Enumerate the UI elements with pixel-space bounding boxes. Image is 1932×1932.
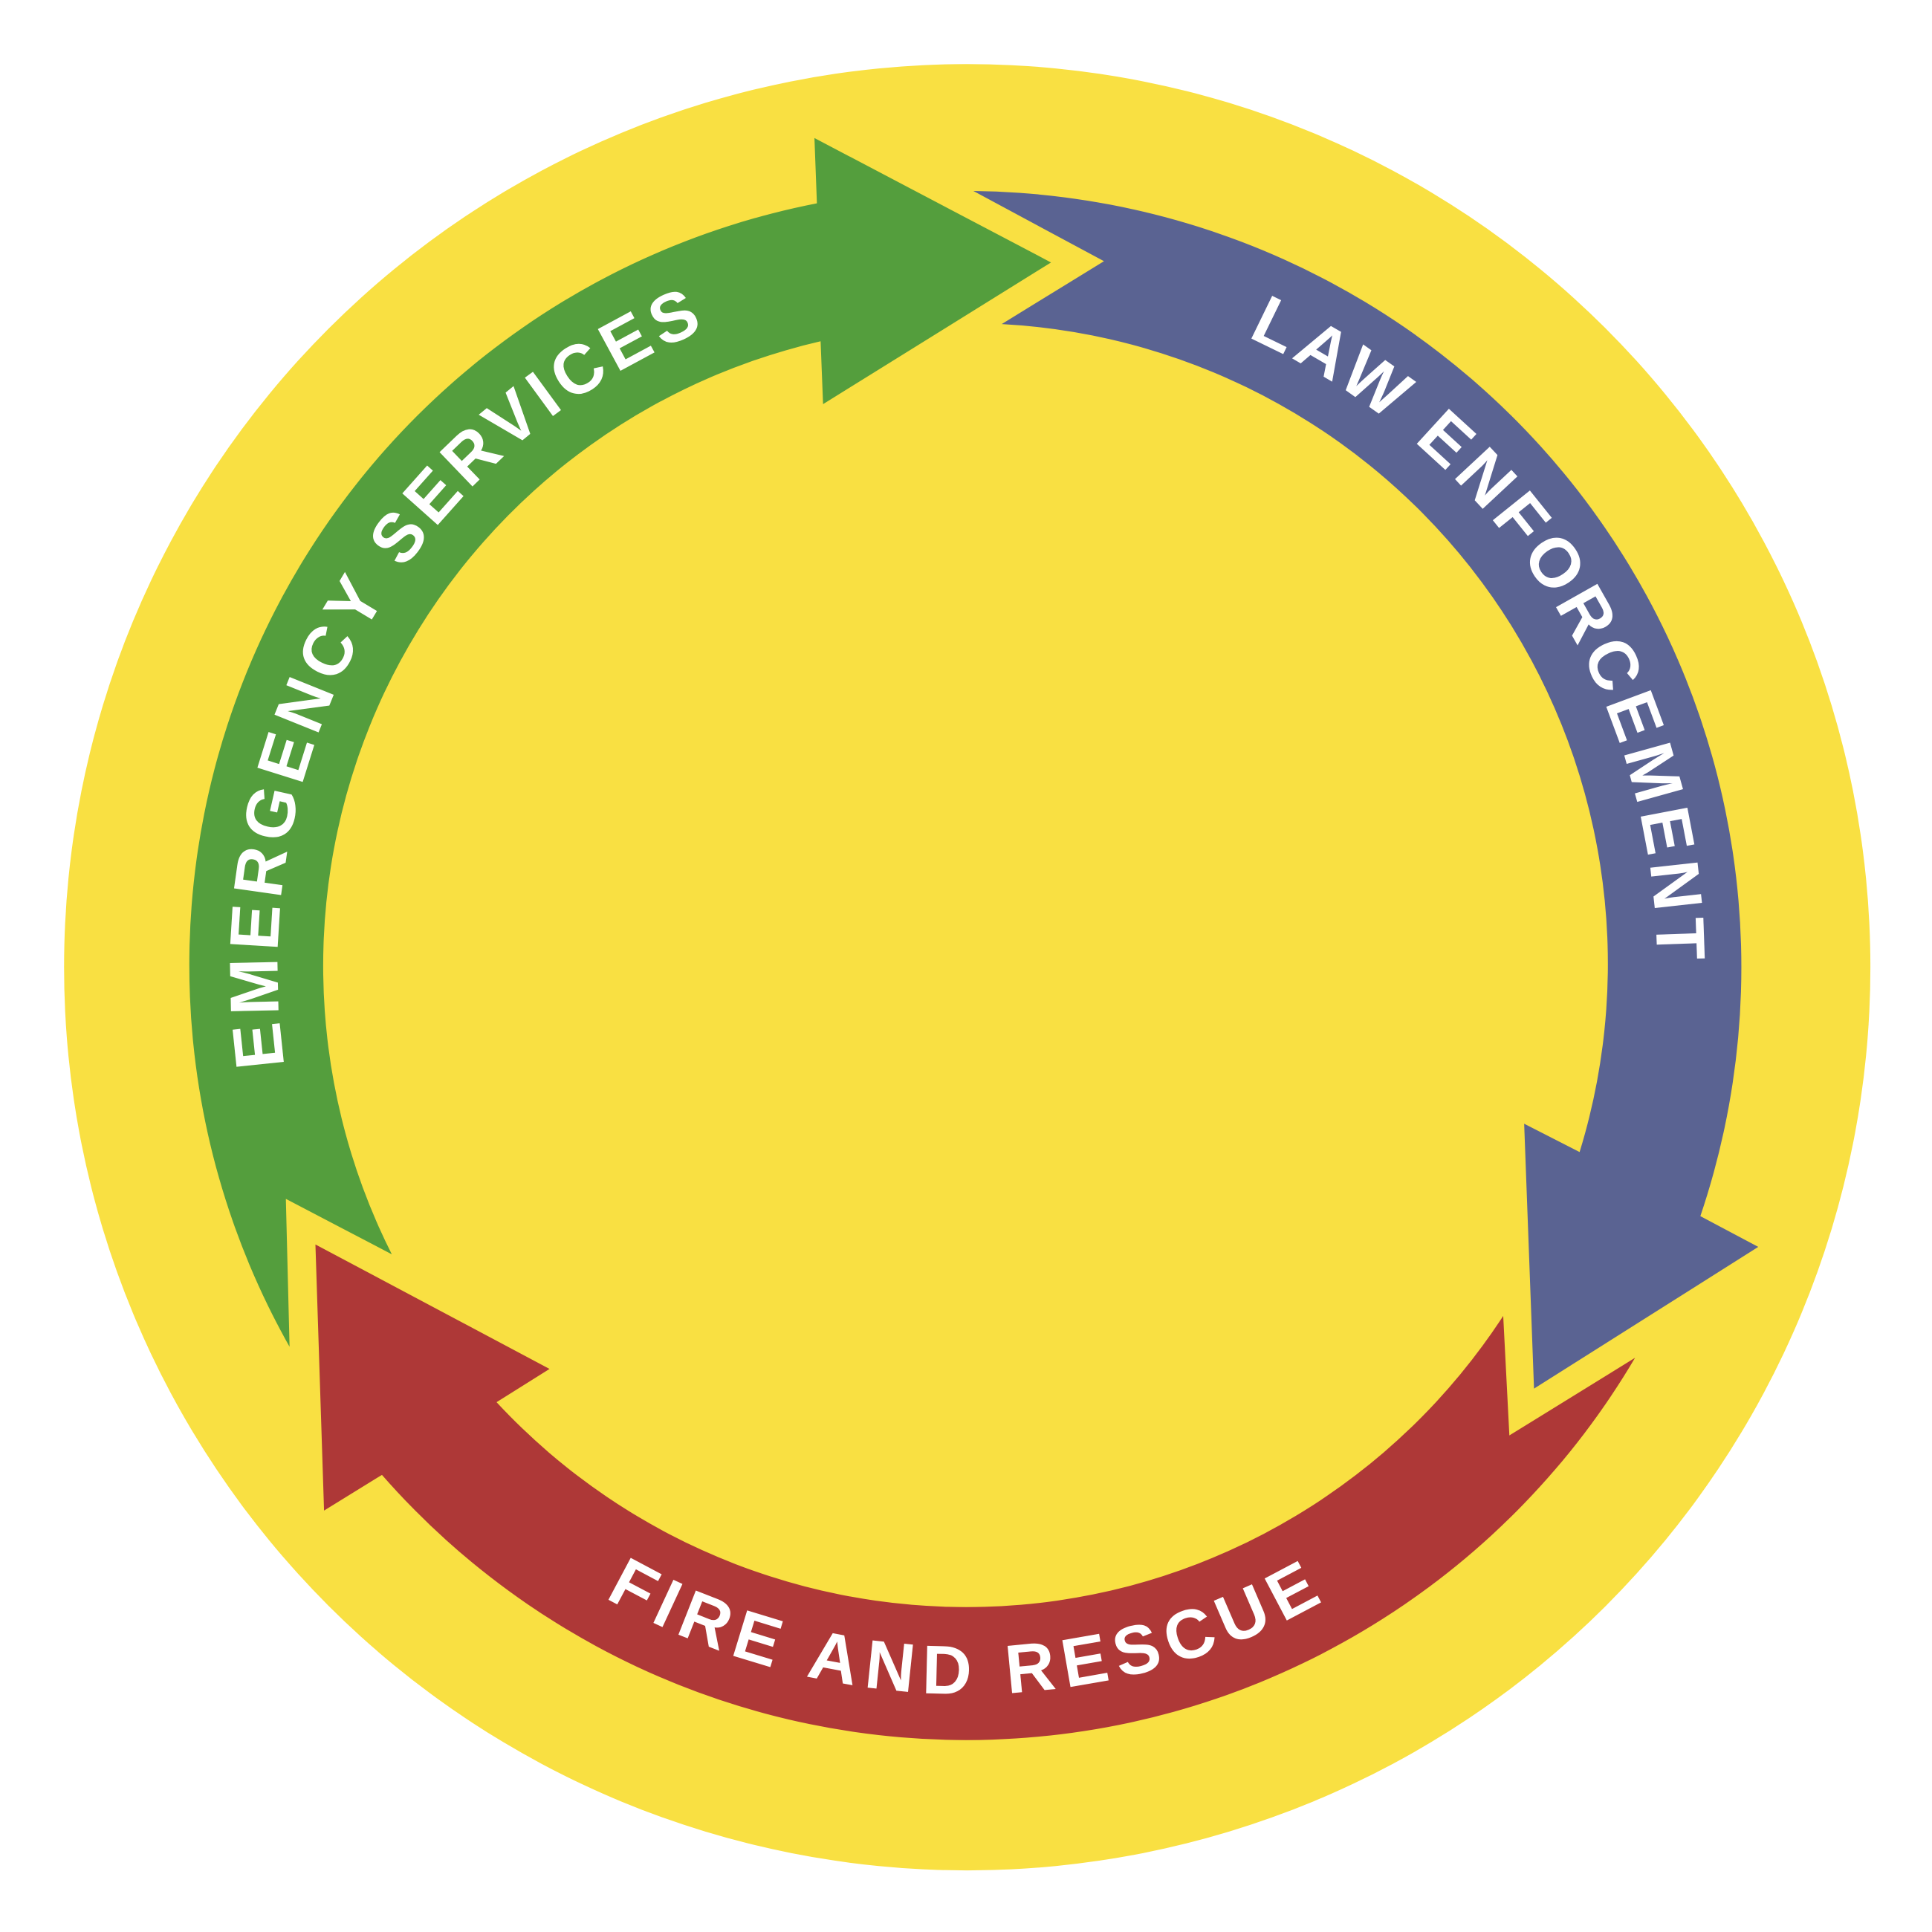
law-enforcement-arrow	[973, 191, 1759, 1389]
fire-and-rescue-arrow	[315, 1244, 1636, 1740]
emergency-services-arrow	[189, 137, 1051, 1347]
background-circle	[64, 64, 1871, 1871]
